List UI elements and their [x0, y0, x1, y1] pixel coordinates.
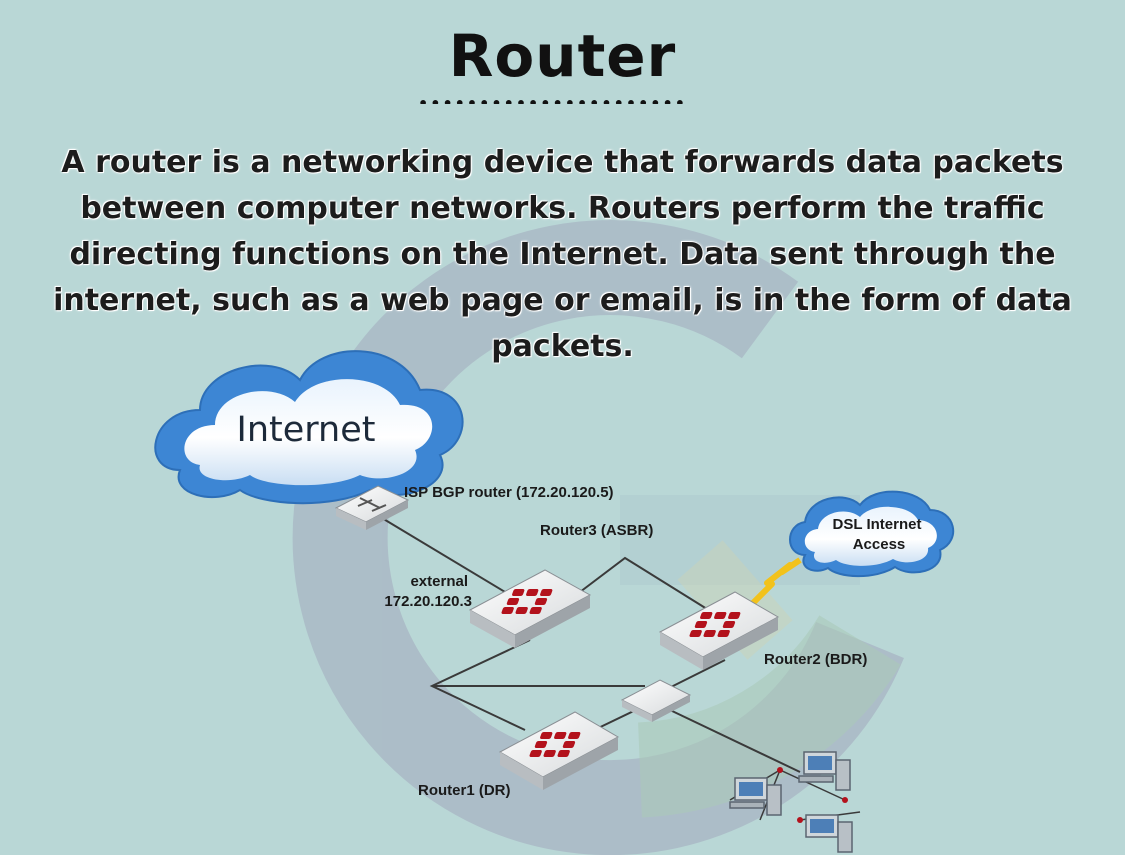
- link-router3-to-router2: [579, 556, 716, 615]
- lan-switch-device: [620, 679, 692, 722]
- dsl-cloud-label-line2: Access: [853, 536, 906, 553]
- workstations: [729, 751, 861, 853]
- router3-device: [468, 569, 592, 648]
- router2-label: Router2 (BDR): [764, 651, 867, 668]
- link-switch-to-router2: [664, 659, 726, 691]
- external-label-line2: 172.20.120.3: [384, 593, 472, 610]
- isp-router-label: ISP BGP router (172.20.120.5): [404, 484, 614, 501]
- link-switch-to-workstations: [669, 709, 801, 773]
- router2-device: [658, 591, 780, 670]
- internet-cloud-label: Internet: [237, 410, 376, 450]
- workstation-computer-icon: [805, 814, 853, 853]
- workstation-computer-icon: [798, 751, 851, 791]
- internet-cloud: [154, 350, 464, 505]
- isp-router-arrows-icon: [357, 497, 387, 512]
- isp-router-device: [334, 485, 410, 530]
- title-underline-divider: ••••••••••••••••••••••••••••••••: [418, 94, 684, 104]
- workstation-computer-icon: [729, 777, 782, 816]
- dsl-link-bolt: [749, 557, 802, 607]
- dsl-cloud: [789, 490, 955, 578]
- external-label-line1: external: [410, 573, 468, 590]
- router1-label: Router1 (DR): [418, 782, 511, 799]
- dsl-cloud-label-line1: DSL Internet: [833, 516, 922, 533]
- description-text: A router is a networking device that for…: [53, 145, 1072, 364]
- router1-logo-icon: [529, 732, 581, 757]
- router1-device: [498, 711, 620, 790]
- router2-logo-icon: [689, 612, 741, 637]
- page-title: Router: [448, 22, 677, 90]
- router3-label: Router3 (ASBR): [540, 522, 653, 539]
- router3-logo-icon: [501, 589, 553, 614]
